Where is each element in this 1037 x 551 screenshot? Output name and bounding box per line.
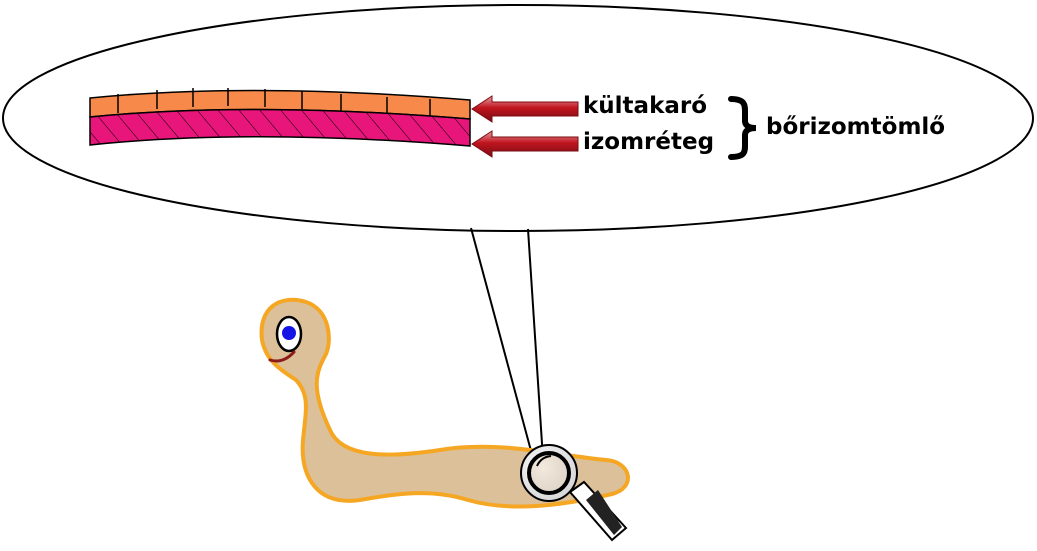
- skin-section: [89, 88, 471, 147]
- magnifier-handle-shade: [586, 490, 622, 535]
- arrow-to-muscle-layer: [471, 130, 579, 158]
- label-muscle-layer: izomréteg: [583, 129, 715, 155]
- grouping-brace: [728, 96, 757, 160]
- arrow-to-outer-layer: [471, 95, 579, 123]
- magnifying-glass-icon: [520, 444, 628, 542]
- zoom-bubble: [2, 4, 1034, 232]
- outer-layer-cells: [117, 88, 431, 117]
- pointer-line-right: [527, 228, 544, 460]
- mouth: [268, 350, 296, 363]
- pointer-line-left: [470, 227, 535, 463]
- muscle-layer-band: [89, 108, 471, 147]
- magnifier-ring-inner: [527, 451, 571, 495]
- label-outer-layer: kültakaró: [583, 93, 708, 119]
- magnifier-glint: [536, 455, 552, 467]
- label-group: bőrizomtömlő: [766, 114, 946, 140]
- eye-pupil: [282, 326, 296, 340]
